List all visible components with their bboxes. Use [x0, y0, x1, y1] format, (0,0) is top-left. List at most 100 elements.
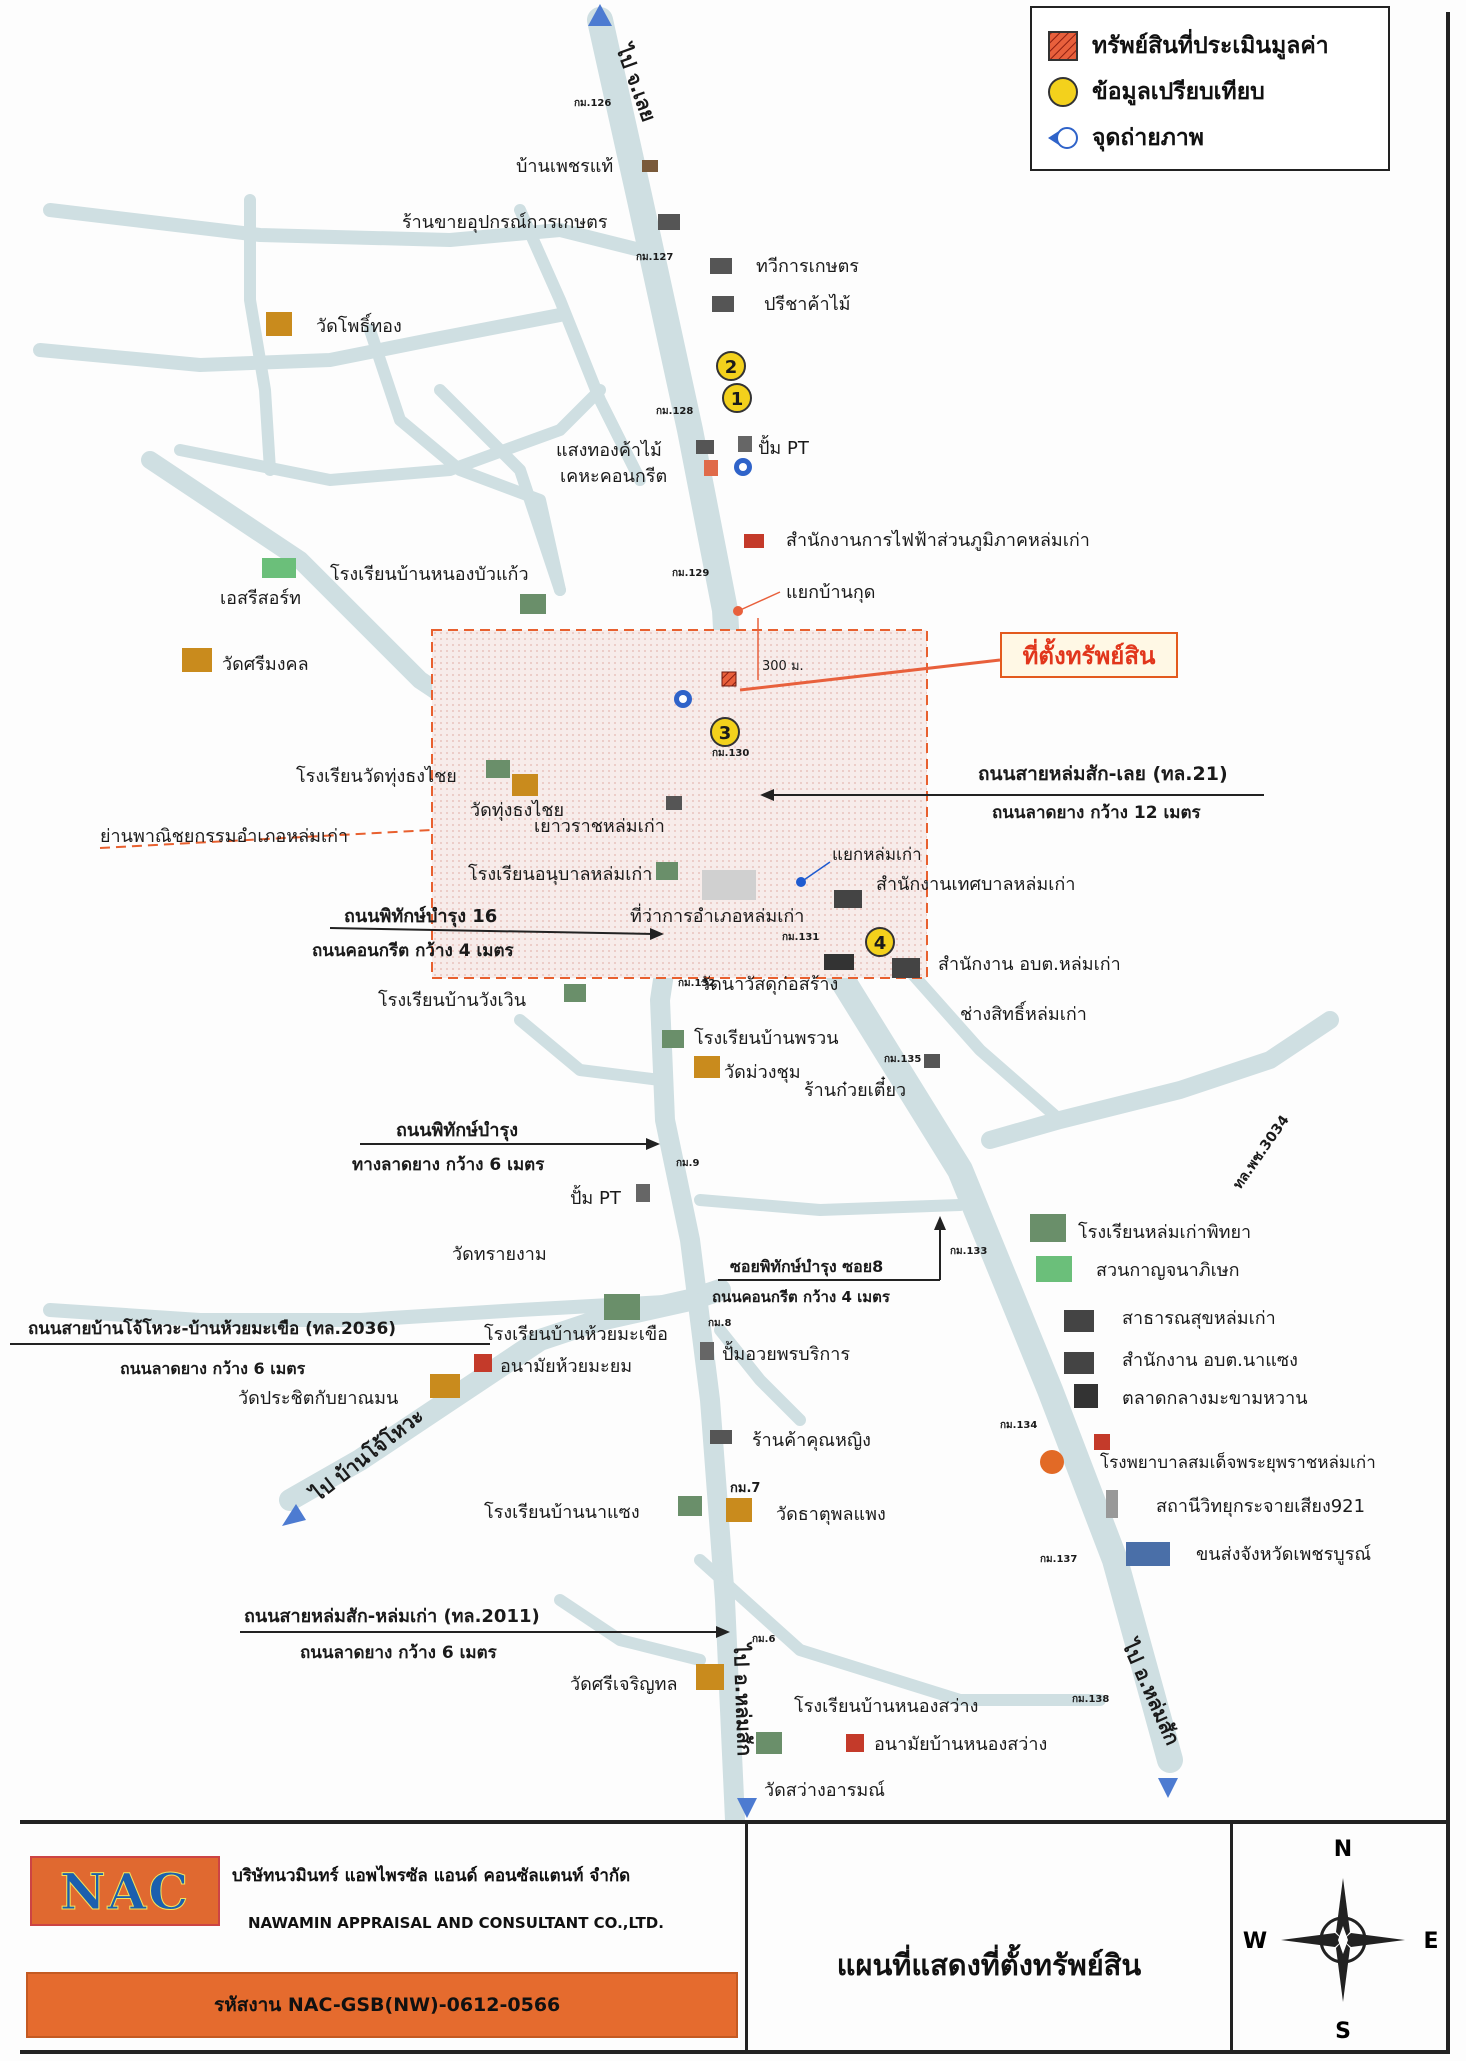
nac-logo: NAC [30, 1856, 220, 1926]
company-panel: NAC บริษัทนวมินทร์ แอพไพรซัล แอนด์ คอนซั… [20, 1824, 748, 2050]
place-label: สถานีวิทยุกระจายเสียง921 [1156, 1496, 1365, 1517]
svg-text:1: 1 [731, 389, 744, 410]
fuel-pump-icon [636, 1184, 650, 1202]
km-marker: กม.138 [1072, 1694, 1109, 1705]
map-title-text: แผนที่แสดงที่ตั้งทรัพย์สิน [836, 1948, 1142, 1982]
temple-icon [182, 648, 212, 672]
place-label: ช่างสิทธิ์หล่มเก่า [960, 1000, 1087, 1025]
job-code: รหัสงาน NAC-GSB(NW)-0612-0566 [214, 1994, 561, 2016]
road-east-3034 [981, 1011, 1339, 1149]
photo-point-icon [1048, 127, 1078, 149]
place-label: สำนักงาน อบต.นาแซง [1122, 1350, 1298, 1371]
km-marker: กม.7 [730, 1481, 760, 1496]
shop-icon [666, 796, 682, 810]
road-labels: ถนนสายหล่มสัก-เลย (ทล.21) ถนนลาดยาง กว้า… [10, 763, 1264, 1663]
arrow-north-loei-icon [588, 4, 612, 26]
legend-row-comparable: ข้อมูลเปรียบเทียบ [1046, 72, 1265, 112]
compass-n: N [1334, 1837, 1352, 1862]
comparable-circle-icon [1048, 77, 1078, 107]
place-label: วัดโพธิ์ทอง [316, 312, 402, 337]
school-icon [604, 1294, 640, 1320]
place-labels: บ้านเพชรแท้ ร้านขายอุปกรณ์การเกษตร ทวีกา… [100, 156, 1376, 1801]
shop-icon [710, 1430, 732, 1444]
commercial-zone-leader [99, 829, 433, 849]
property-hatch-icon [1048, 31, 1078, 61]
road-west-2 [33, 308, 567, 372]
school-icon [756, 1732, 782, 1754]
fuel-pump-icon [738, 436, 752, 452]
place-label: ทวีการเกษตร [756, 256, 859, 277]
shop-icon [710, 258, 732, 274]
km-marker: กม.137 [1040, 1554, 1077, 1565]
arrow-south-right-icon [1158, 1778, 1178, 1798]
road-phithak-desc: ทางลาดยาง กว้าง 6 เมตร [352, 1155, 545, 1175]
km-marker: กม.133 [950, 1246, 987, 1257]
title-block: NAC บริษัทนวมินทร์ แอพไพรซัล แอนด์ คอนซั… [20, 1820, 1446, 2054]
property-location-label: ที่ตั้งทรัพย์สิน [1022, 641, 1156, 670]
comparable-4: 4 [865, 927, 895, 957]
place-label: อนามัยบ้านหนองสว่าง [874, 1734, 1047, 1755]
place-label: เคหะคอนกรีต [560, 466, 667, 487]
direction-label-west: ไป บ้านโจ้โหวะ [305, 1403, 428, 1507]
km-marker: กม.9 [676, 1158, 699, 1169]
km-marker: กม.128 [656, 406, 693, 417]
property-location-callout: ที่ตั้งทรัพย์สิน [1000, 632, 1178, 678]
place-label: ปั้ม PT [570, 1185, 622, 1209]
office-icon [744, 534, 764, 548]
junction-leader [737, 591, 781, 612]
road-phithak-arrow-icon [646, 1138, 660, 1150]
road-soi8-desc: ถนนคอนกรีต กว้าง 4 เมตร [712, 1288, 891, 1306]
resort-icon [262, 558, 296, 578]
place-label: อนามัยห้วยมะยม [500, 1356, 632, 1377]
photo-points [674, 458, 752, 708]
place-label: สำนักงานการไฟฟ้าส่วนภูมิภาคหล่มเก่า [786, 529, 1090, 551]
place-label: วัดม่วงชุม [724, 1062, 801, 1083]
place-label: โรงเรียนบ้านหนองบัวแก้ว [330, 563, 529, 585]
road-hwy2036-desc: ถนนลาดยาง กว้าง 6 เมตร [120, 1359, 306, 1378]
shop-icon [658, 214, 680, 230]
road-north-branch-3 [434, 384, 566, 596]
photo-point-icon [734, 458, 752, 476]
place-label: โรงเรียนบ้านห้วยมะเขือ [484, 1323, 668, 1345]
legend-label: ทรัพย์สินที่ประเมินมูลค่า [1092, 33, 1329, 59]
compass-s: S [1335, 2019, 1351, 2044]
road-west-1 [43, 203, 647, 257]
school-icon [1030, 1214, 1066, 1242]
legend-label: ข้อมูลเปรียบเทียบ [1092, 79, 1265, 105]
temple-icon [696, 1664, 724, 1690]
road-phithak16-desc: ถนนคอนกรีต กว้าง 4 เมตร [312, 940, 515, 961]
comparable-1: 1 [722, 383, 752, 413]
place-label: บ้านเพชรแท้ [516, 156, 613, 177]
legend-label: จุดถ่ายภาพ [1092, 125, 1204, 151]
place-label: โรงเรียนอนุบาลหล่มเก่า [468, 863, 652, 885]
km-marker: กม.126 [574, 98, 611, 109]
place-label: สำนักงานเทศบาลหล่มเก่า [876, 874, 1075, 895]
fuel-pump-icon [700, 1342, 714, 1360]
road-label-3034: ทล.พช.3034 [1230, 1112, 1293, 1192]
legend-row-property: ทรัพย์สินที่ประเมินมูลค่า [1046, 26, 1329, 66]
km-markers: กม.126 กม.127 กม.128 กม.129 กม.130 กม.13… [574, 98, 1109, 1705]
road-south-east [694, 1554, 1106, 1706]
distance-marker: 300 ม. [721, 591, 1001, 692]
office-icon [1064, 1352, 1094, 1374]
temple-icon [726, 1498, 752, 1522]
road-loop [514, 204, 646, 486]
km-marker: กม.135 [884, 1054, 921, 1065]
place-label: เอสรีสอร์ท [220, 588, 301, 609]
road-phithak16-arrow-icon [650, 928, 664, 940]
place-label: โรงเรียนบ้านพรวน [694, 1027, 839, 1049]
road-soi8-arrow-icon [934, 1216, 946, 1230]
distance-label: 300 ม. [762, 659, 804, 674]
office-icon [702, 870, 756, 900]
shop-icon [642, 160, 658, 172]
place-label: เยาวราชหล่มเก่า [534, 816, 665, 837]
company-name-th: บริษัทนวมินทร์ แอพไพรซัล แอนด์ คอนซัลแตน… [232, 1866, 631, 1886]
svg-text:4: 4 [874, 933, 887, 954]
map-title: แผนที่แสดงที่ตั้งทรัพย์สิน [748, 1824, 1233, 2050]
road-hwy2011-desc: ถนนลาดยาง กว้าง 6 เมตร [300, 1643, 498, 1663]
place-label: โรงเรียนบ้านนาแซง [484, 1501, 640, 1523]
place-label: ขนส่งจังหวัดเพชรบูรณ์ [1196, 1544, 1371, 1565]
place-label: วัดทุ่งธงไชย [470, 799, 564, 821]
comparable-3: 3 [710, 717, 740, 747]
temple-icon [824, 954, 854, 970]
